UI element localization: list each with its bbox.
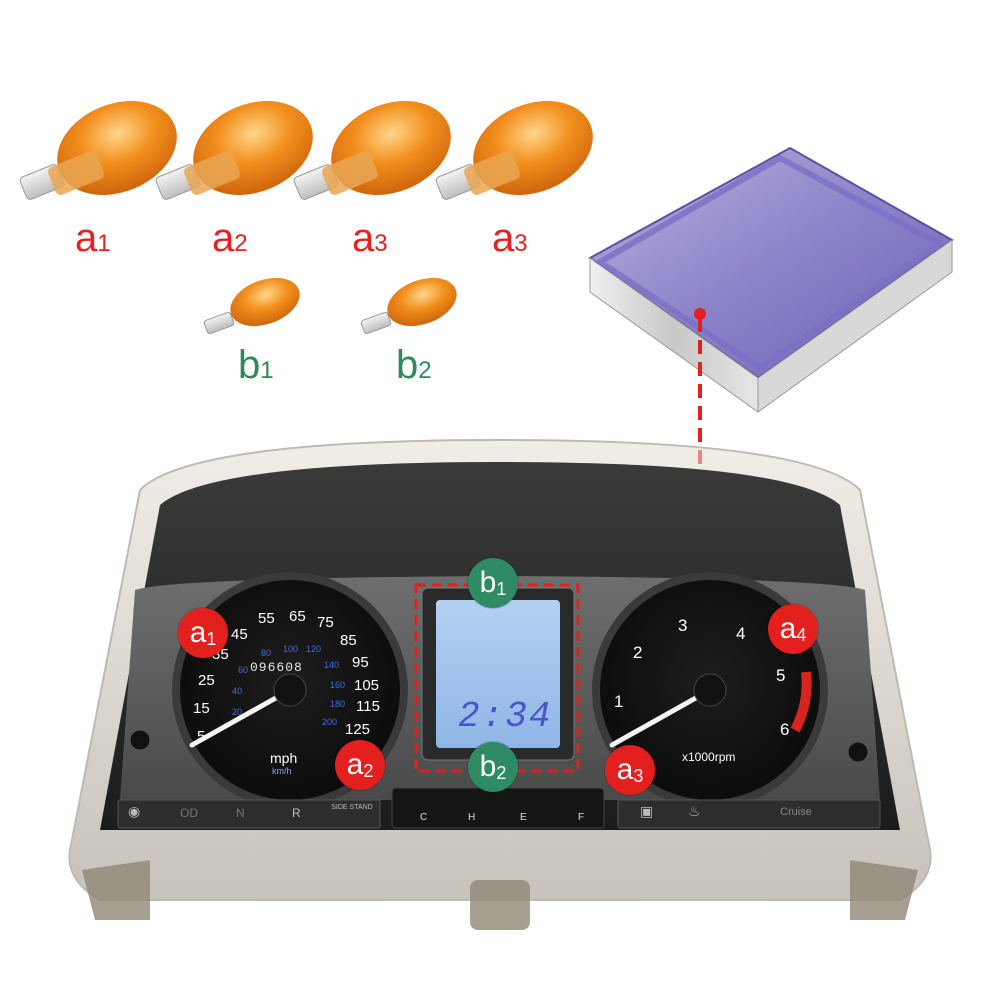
temp-cold-label: C xyxy=(420,812,428,823)
odometer: 096608 xyxy=(250,660,303,675)
mph-tick: 125 xyxy=(345,721,371,738)
mph-tick: 55 xyxy=(258,610,275,627)
speed-unit-mph: mph xyxy=(270,750,298,766)
kmh-tick: 80 xyxy=(261,648,272,658)
rpm-tick: 3 xyxy=(678,616,688,635)
mph-tick: 105 xyxy=(354,677,380,694)
kmh-tick: 40 xyxy=(232,686,243,696)
mph-tick: 65 xyxy=(289,608,306,625)
oil-icon: ♨ xyxy=(688,803,701,819)
kmh-tick: 140 xyxy=(324,660,340,670)
fuel-empty-label: E xyxy=(520,812,527,823)
kmh-tick: 20 xyxy=(232,707,243,717)
mph-tick: 75 xyxy=(317,614,334,631)
mph-tick: 25 xyxy=(198,672,215,689)
bulb-large-4 xyxy=(435,101,593,200)
lcd-clock: 2:34 xyxy=(458,696,553,737)
kmh-tick: 60 xyxy=(238,665,249,675)
mph-tick: 95 xyxy=(352,654,369,671)
kmh-tick: 100 xyxy=(283,644,299,654)
mph-tick: 115 xyxy=(356,698,380,715)
speed-unit-kmh: km/h xyxy=(272,766,292,776)
mph-tick: 85 xyxy=(340,632,357,649)
kmh-tick: 200 xyxy=(322,717,338,727)
bulb-label-b1: b1 xyxy=(238,343,274,387)
indicator-side-stand: SIDE STAND xyxy=(331,804,373,811)
tach-needle xyxy=(609,673,727,748)
indicator-n: N xyxy=(236,806,245,820)
bulb-label-a2: a2 xyxy=(212,216,248,260)
rpm-tick: 5 xyxy=(776,666,786,685)
mph-tick: 5 xyxy=(197,728,206,745)
lcd-film xyxy=(588,146,954,413)
bulb-small-2 xyxy=(360,277,457,335)
rpm-unit: x1000rpm xyxy=(682,750,736,764)
fuel-full-label: F xyxy=(578,812,585,823)
indicator-cruise: Cruise xyxy=(780,806,812,818)
bulb-label-b2: b2 xyxy=(396,343,432,387)
bulb-large-3 xyxy=(293,101,451,200)
indicator-od: OD xyxy=(180,806,198,820)
bulb-large-1 xyxy=(19,101,177,200)
mph-tick: 45 xyxy=(231,626,248,643)
kmh-tick: 120 xyxy=(306,644,322,654)
bulb-label-a1: a1 xyxy=(75,216,111,260)
bulb-small-1 xyxy=(203,277,300,335)
rpm-tick: 1 xyxy=(614,692,624,711)
indicator-r: R xyxy=(292,806,301,820)
bulb-label-a3-second: a3 xyxy=(492,216,528,260)
rpm-tick: 6 xyxy=(780,720,790,739)
headlight-icon: ◉ xyxy=(128,803,141,819)
rpm-tick: 2 xyxy=(633,643,643,662)
temp-hot-label: H xyxy=(468,812,476,823)
kmh-tick: 180 xyxy=(330,699,346,709)
speed-needle xyxy=(189,673,307,748)
bulb-label-a3: a3 xyxy=(352,216,388,260)
mph-tick: 15 xyxy=(193,700,210,717)
fuel-icon: ▣ xyxy=(640,803,654,819)
rpm-tick: 4 xyxy=(736,624,746,643)
kmh-tick: 160 xyxy=(330,680,346,690)
bulb-large-2 xyxy=(155,101,313,200)
